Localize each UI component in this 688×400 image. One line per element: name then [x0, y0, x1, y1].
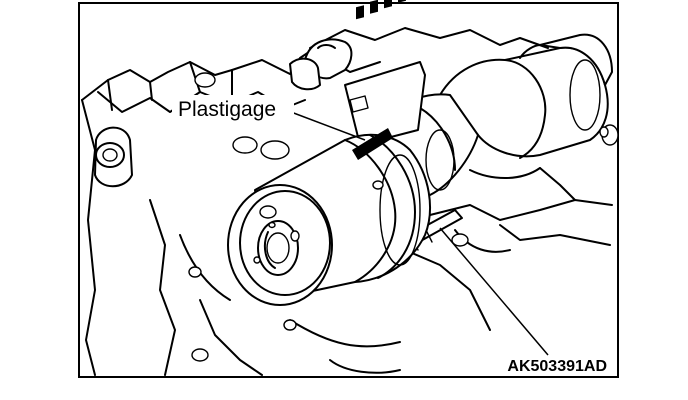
strip-leader-line: [439, 227, 549, 356]
figure-code: AK503391AD: [507, 358, 607, 375]
plastigage-leader-line: [290, 111, 366, 141]
plastigage-label: Plastigage: [178, 98, 276, 121]
engine-drawing: [81, 0, 619, 376]
